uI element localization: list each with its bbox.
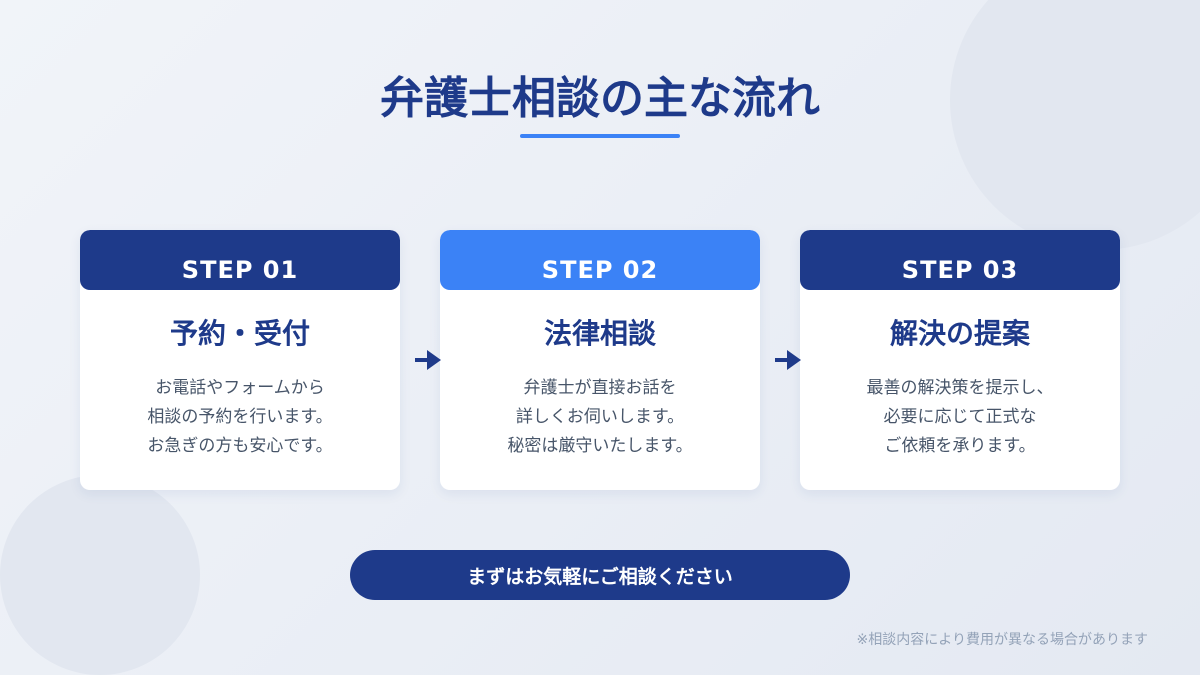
step-label: STEP 01 [80, 230, 400, 290]
step-description: お電話やフォームから相談の予約を行います。お急ぎの方も安心です。 [147, 378, 333, 456]
arrow-right-icon [415, 350, 441, 370]
footnote: ※相談内容により費用が異なる場合があります [856, 632, 1148, 648]
title-underline [520, 134, 680, 138]
step-description: 最善の解決策を提示し、必要に応じて正式なご依頼を承ります。 [866, 378, 1054, 456]
page-title: 弁護士相談の主な流れ [380, 73, 820, 124]
step-description: 弁護士が直接お話を詳しくお伺いします。秘密は厳守いたします。 [507, 378, 693, 456]
step-title: 予約・受付 [169, 317, 310, 350]
step-card-1: STEP 01 予約・受付 お電話やフォームから相談の予約を行います。お急ぎの方… [80, 230, 400, 490]
step-card-2: STEP 02 法律相談 弁護士が直接お話を詳しくお伺いします。秘密は厳守いたし… [440, 230, 760, 490]
step-card-3: STEP 03 解決の提案 最善の解決策を提示し、必要に応じて正式なご依頼を承り… [800, 230, 1120, 490]
step-label: STEP 02 [440, 230, 760, 290]
cta-button[interactable]: まずはお気軽にご相談ください [350, 550, 850, 600]
decor-circle [0, 475, 200, 675]
step-title: 解決の提案 [889, 317, 1030, 350]
step-label: STEP 03 [800, 230, 1120, 290]
arrow-right-icon [775, 350, 801, 370]
step-title: 法律相談 [543, 317, 656, 350]
